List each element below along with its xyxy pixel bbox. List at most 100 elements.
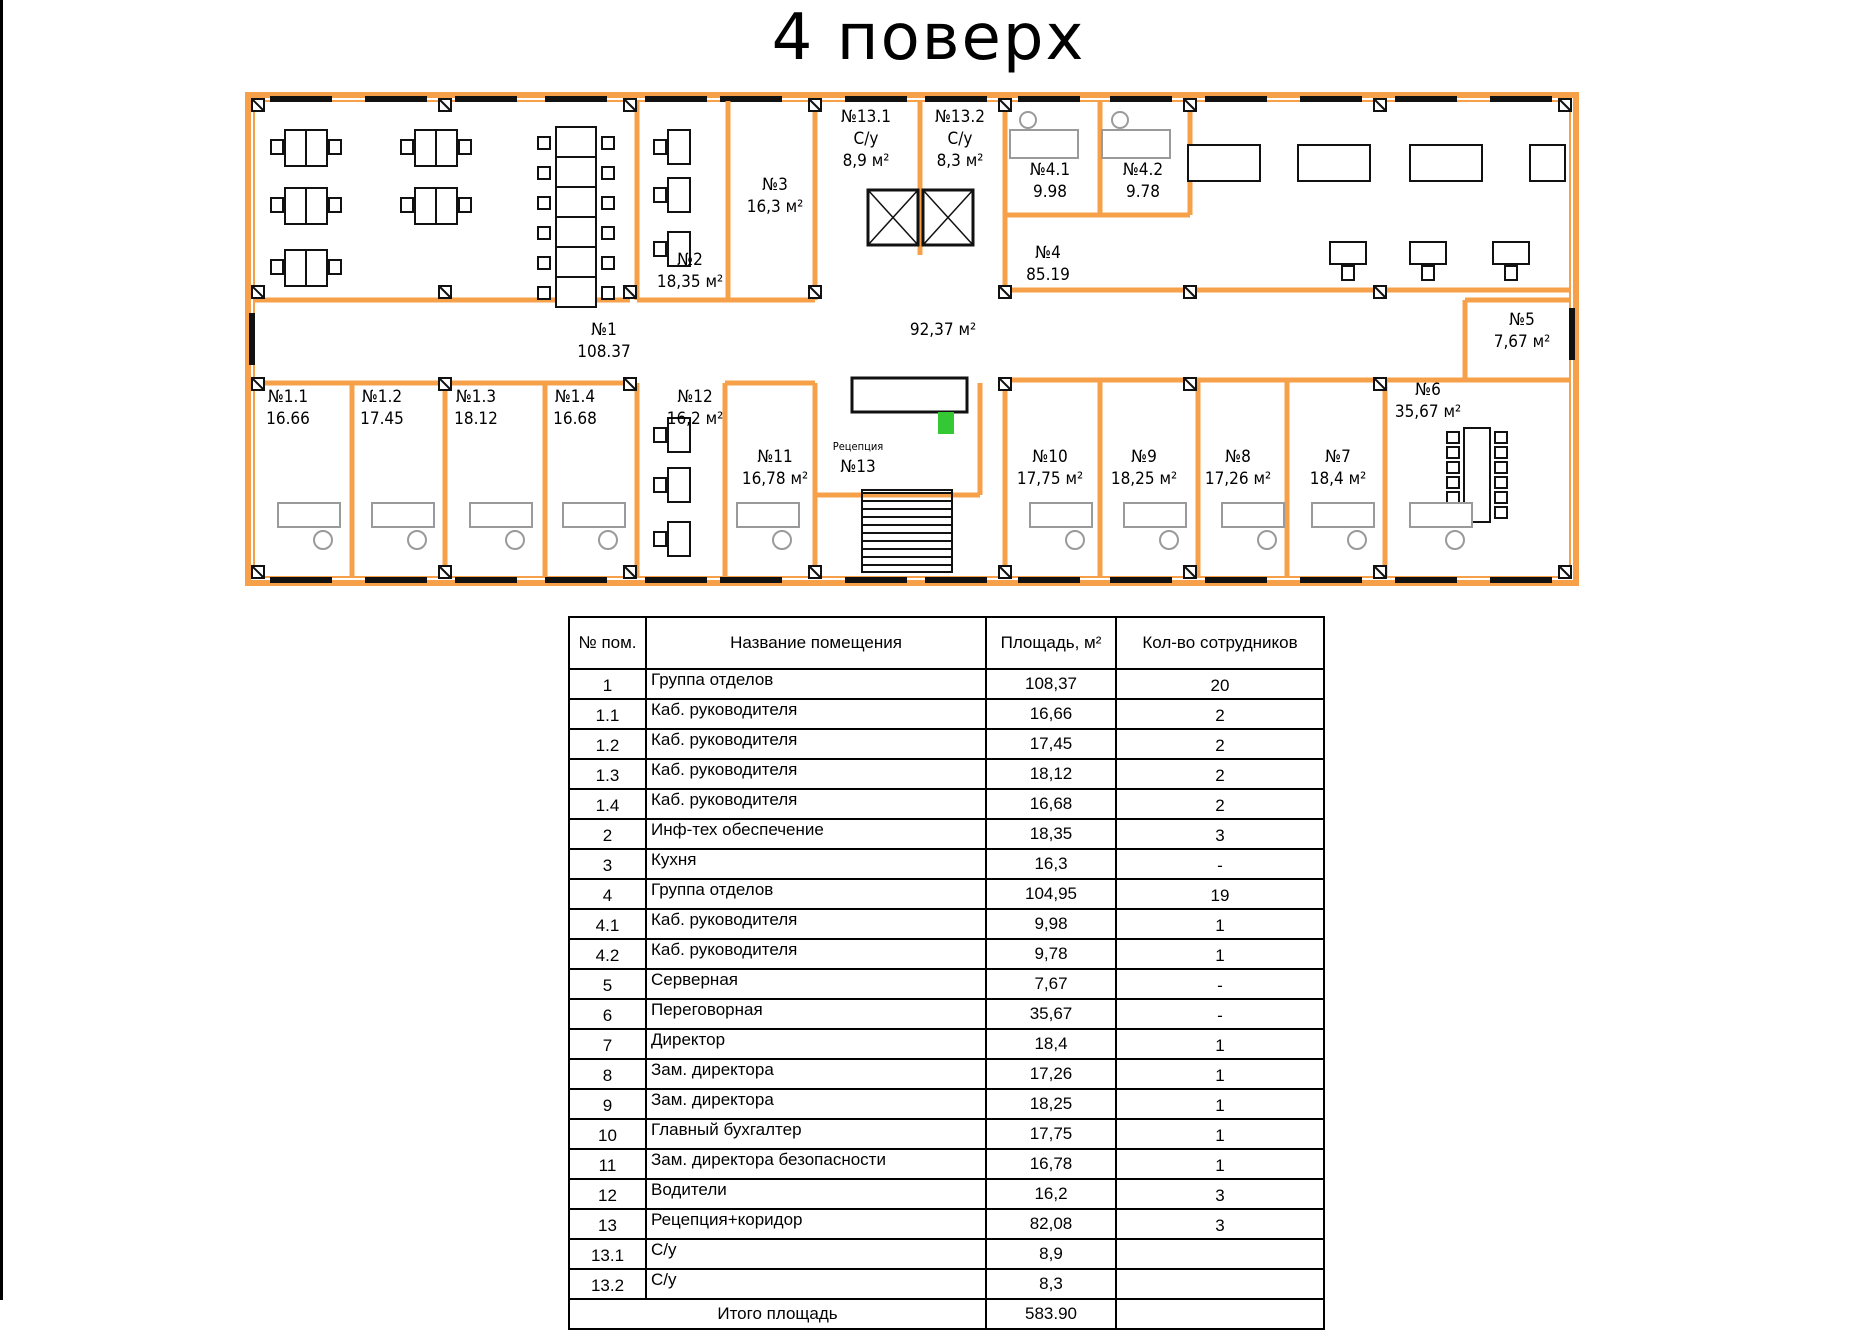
cell-room-name: Группа отделов	[645, 878, 987, 910]
column-hatch	[439, 286, 451, 298]
room-label: 18.12	[454, 409, 498, 429]
column-hatch	[1559, 566, 1571, 578]
cell-area: 7,67	[985, 968, 1117, 1000]
column-hatch	[1184, 286, 1196, 298]
cell-area: 104,95	[985, 878, 1117, 910]
header-area: Площадь, м²	[985, 616, 1117, 670]
room-label: 9.98	[1033, 182, 1067, 202]
column-hatch	[1184, 378, 1196, 390]
room-label: №2	[677, 250, 703, 270]
cell-room-number: 4.2	[568, 938, 647, 970]
column-hatch	[1374, 378, 1386, 390]
chair	[270, 197, 284, 213]
desk	[667, 177, 691, 213]
chair	[601, 136, 615, 150]
chair	[537, 226, 551, 240]
elevator-cross	[867, 189, 919, 246]
room-label: №1	[591, 320, 617, 340]
chair	[328, 197, 342, 213]
window	[925, 577, 987, 583]
room-label: 16,3 м²	[747, 197, 804, 217]
office-desk	[469, 502, 533, 528]
column-hatch	[1374, 566, 1386, 578]
chair	[1494, 446, 1508, 459]
cell-area: 35,67	[985, 998, 1117, 1030]
cell-staff-count: -	[1115, 848, 1325, 880]
cell-room-number: 4	[568, 878, 647, 910]
column-hatch	[624, 378, 636, 390]
room-label: 8,3 м²	[937, 151, 984, 171]
window	[1300, 577, 1362, 583]
room-label: 17,75 м²	[1017, 469, 1083, 489]
room-label: 18,4 м²	[1310, 469, 1367, 489]
header-staff-count: Кол-во сотрудников	[1115, 616, 1325, 670]
desk	[667, 417, 691, 453]
office-desk	[562, 502, 626, 528]
window	[845, 96, 907, 102]
room-label: №1.3	[456, 387, 496, 407]
column-hatch	[1374, 286, 1386, 298]
cell-room-name: Зам. директора	[645, 1058, 987, 1090]
chair	[1446, 431, 1460, 444]
page-left-border	[0, 0, 3, 1300]
header-room-number: № пом.	[568, 616, 647, 670]
cell-room-name: Кухня	[645, 848, 987, 880]
room-label: 9.78	[1126, 182, 1160, 202]
desk	[1297, 144, 1371, 182]
column-hatch	[1184, 566, 1196, 578]
cell-room-name: Директор	[645, 1028, 987, 1060]
header-area-label: Площадь, м²	[1000, 633, 1102, 652]
corridor-area-label: 92,37 м²	[910, 320, 976, 340]
desk	[1492, 241, 1530, 265]
cell-room-number: 2	[568, 818, 647, 850]
room-label: №1.1	[268, 387, 308, 407]
chair	[653, 427, 667, 443]
total-area: 583.90	[985, 1298, 1117, 1330]
cell-room-name: Водители	[645, 1178, 987, 1210]
desk	[667, 521, 691, 557]
cell-room-number: 6	[568, 998, 647, 1030]
column-hatch	[809, 286, 821, 298]
window	[1205, 96, 1267, 102]
chair	[1494, 476, 1508, 489]
chair	[1494, 431, 1508, 444]
cell-area: 18,35	[985, 818, 1117, 850]
bench-desk	[555, 186, 597, 218]
column-hatch	[1374, 99, 1386, 111]
room-label: 35,67 м²	[1395, 402, 1461, 422]
column-hatch	[1184, 99, 1196, 111]
room-label: №10	[1032, 447, 1067, 467]
room-label: №3	[762, 175, 788, 195]
window	[365, 577, 427, 583]
office-chair	[407, 530, 427, 550]
office-chair	[772, 530, 792, 550]
chair	[601, 226, 615, 240]
window	[645, 577, 707, 583]
total-label: Итого площадь	[568, 1298, 987, 1330]
chair	[653, 139, 667, 155]
plan-walls	[245, 92, 1579, 586]
window	[925, 96, 987, 102]
header-room-name: Название помещения	[645, 616, 987, 670]
room-label: №4.2	[1123, 160, 1163, 180]
column-hatch	[252, 378, 264, 390]
room-label: №13	[840, 457, 875, 477]
room-label: 7,67 м²	[1494, 332, 1551, 352]
window	[249, 313, 255, 365]
chair	[1341, 265, 1355, 281]
desk	[1187, 144, 1261, 182]
chair	[1494, 491, 1508, 504]
cell-staff-count	[1115, 1268, 1325, 1300]
column-hatch	[999, 378, 1011, 390]
plan-furniture	[270, 111, 1566, 573]
bench-desk	[555, 246, 597, 278]
cell-staff-count: 1	[1115, 938, 1325, 970]
